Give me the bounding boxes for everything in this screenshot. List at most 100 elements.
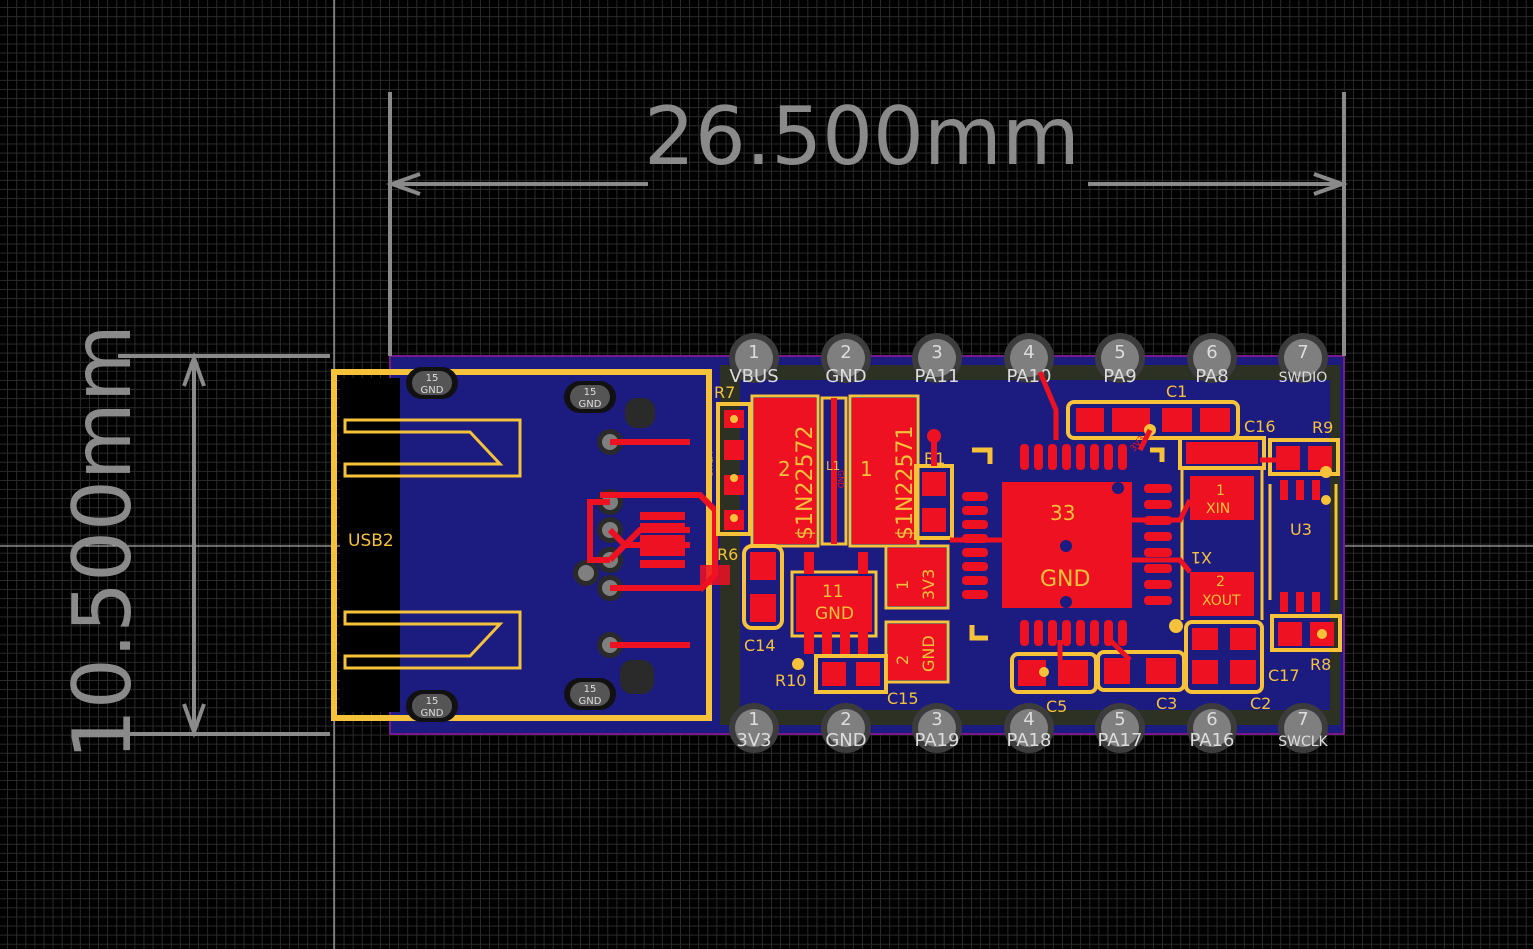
chip-u3[interactable]: U3	[1268, 480, 1338, 612]
diode-d1-value: $1N22571	[893, 426, 918, 540]
vbus-small-label: VBUS	[703, 452, 713, 477]
header-pin-number: 3	[931, 709, 942, 730]
header-pin-number: 2	[840, 709, 851, 730]
capacitor-c14[interactable]: C14	[742, 544, 784, 655]
header-pin-net: VBUS	[729, 366, 778, 387]
diode-d2-value: $1N22572	[793, 426, 818, 540]
resistor-r1[interactable]: R1	[914, 429, 954, 540]
crystal-net2: XOUT	[1202, 593, 1241, 609]
usb-trace-pads	[640, 512, 730, 585]
header-pin-net: GND	[825, 730, 866, 751]
header-pin-net: PA8	[1195, 366, 1228, 387]
usb-shield-pad-number: 15	[584, 387, 597, 398]
u3-label: U3	[1290, 520, 1312, 539]
mcu-chip[interactable]: 33 GND	[962, 371, 1172, 646]
l1-ref: L1	[826, 459, 840, 473]
header-pin-number: 4	[1023, 342, 1034, 363]
usb-shield-pad-net: GND	[579, 696, 602, 707]
header-pin-net: PA19	[915, 730, 960, 751]
c2-label: C2	[1250, 694, 1271, 713]
usb-tongue-top	[343, 418, 522, 478]
header-pin-net: PA18	[1007, 730, 1052, 751]
diode-d2[interactable]: 2 $1N22572	[750, 394, 820, 548]
r7-label: R7	[714, 383, 735, 402]
header-pin-net: GND	[825, 366, 866, 387]
inductor-l1[interactable]: L1 GND	[820, 396, 848, 546]
resistor-r10[interactable]: R10 C15	[775, 654, 919, 708]
misc-traces	[950, 428, 1276, 662]
header-pin-number: 1	[748, 342, 759, 363]
reg-3v3-pad: 1	[893, 580, 912, 590]
resistor-r7[interactable]: R7 R6 VBUS	[703, 383, 752, 564]
dimension-width-label: 26.500mm	[644, 90, 1080, 183]
voltage-regulator[interactable]: 11 GND 1 3V3 2 GND	[790, 544, 950, 684]
mcu-pad-net: GND	[1040, 567, 1090, 592]
capacitor-c2[interactable]: C2 C17	[1169, 619, 1300, 713]
c5-label: C5	[1046, 697, 1067, 716]
dimension-width[interactable]	[386, 92, 1348, 356]
usb-shield-pad-net: GND	[579, 399, 602, 410]
usb-ref-label: USB2	[348, 531, 394, 551]
header-pin-number: 5	[1114, 709, 1125, 730]
capacitor-c3[interactable]: C3	[1096, 650, 1186, 713]
l1-net: GND	[836, 470, 845, 488]
usb-shield-pad-number: 15	[584, 684, 597, 695]
dimension-height-label: 10.500mm	[56, 324, 149, 760]
c3-label: C3	[1156, 694, 1177, 713]
capacitor-c5[interactable]: C5	[1010, 652, 1098, 716]
header-pin-net: PA11	[915, 366, 960, 387]
header-pin-net: PA10	[1007, 366, 1052, 387]
header-pin-net: PA17	[1098, 730, 1143, 751]
dimension-height[interactable]	[118, 352, 330, 738]
header-pin-number: 4	[1023, 709, 1034, 730]
header-pin-net: SWDIO	[1279, 370, 1328, 386]
header-pin-net: PA16	[1190, 730, 1235, 751]
header-pin-number: 7	[1297, 709, 1308, 730]
diode-d1-pad: 1	[860, 457, 873, 481]
reg-3v3-net: 3V3	[919, 569, 938, 600]
diode-d2-pad: 2	[778, 457, 791, 481]
header-pin-number: 2	[840, 342, 851, 363]
c17-label: C17	[1268, 666, 1300, 685]
c14-label: C14	[744, 636, 776, 655]
crystal-net1: XIN	[1206, 501, 1230, 517]
r10-label: R10	[775, 671, 806, 690]
header-pin-number: 6	[1206, 709, 1217, 730]
header-pin-number: 1	[748, 709, 759, 730]
header-pin-number: 3	[931, 342, 942, 363]
crystal-x1[interactable]: 1 XIN X1 2 XOUT	[1178, 436, 1266, 620]
resistor-r9[interactable]: R9	[1268, 418, 1340, 478]
header-pin-net: 3V3	[736, 730, 771, 751]
header-pin-number: 7	[1297, 342, 1308, 363]
r9-label: R9	[1312, 418, 1333, 437]
diode-d1[interactable]: 1 $1N22571	[848, 394, 920, 548]
crystal-pad2: 2	[1216, 574, 1225, 590]
mcu-pad-number: 33	[1050, 501, 1075, 525]
usb-connector[interactable]: USB2	[331, 369, 712, 721]
resistor-r8[interactable]: R8	[1270, 614, 1342, 674]
c1-label: C1	[1166, 382, 1187, 401]
usb-shield-pad-number: 15	[426, 696, 439, 707]
header-pin-number: 6	[1206, 342, 1217, 363]
reg-gnd-pad: 2	[893, 655, 912, 665]
